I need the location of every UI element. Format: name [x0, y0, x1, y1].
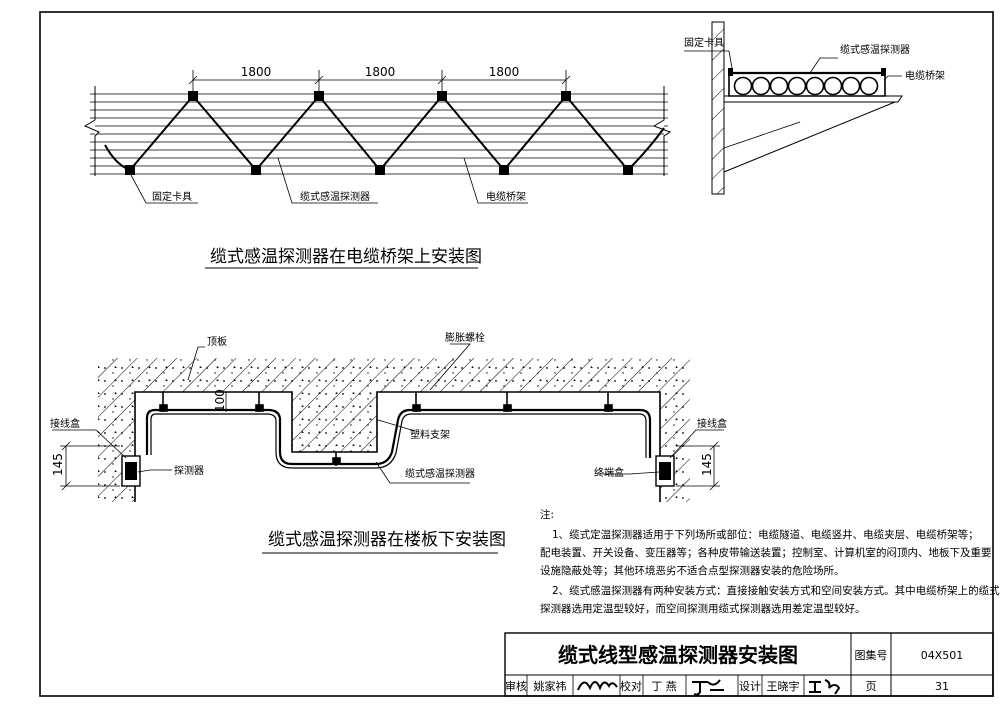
tray-channel [728, 68, 886, 97]
atlas-number: 04X501 [921, 649, 964, 662]
dim-100: 100 [213, 389, 227, 412]
zigzag-detector-cable [104, 94, 665, 172]
reviewer-name: 姚家祎 [534, 679, 567, 693]
cable-detector-label: 缆式感温探测器 [405, 467, 475, 480]
roof-slab-label: 顶板 [207, 335, 227, 348]
section-tray-label: 电缆桥架 [905, 69, 945, 82]
bracket-brace [723, 101, 896, 173]
drawing-title: 缆式线型感温探测器安装图 [558, 643, 798, 667]
cable-tray-lines [90, 93, 668, 175]
dim-145-right: 145 [700, 453, 714, 476]
fixing-clamps [125, 91, 633, 175]
page-number: 31 [935, 680, 949, 693]
left-junction-box-label: 接线盒 [50, 417, 80, 430]
slab-caption: 缆式感温探测器在楼板下安装图 [268, 530, 506, 550]
slab-drawing: 100 145 145 顶板 膨胀螺栓 接线盒 探测器 塑料支架 缆式感温探测器… [50, 331, 727, 554]
span-dimension [188, 70, 571, 92]
span-label-3: 1800 [489, 65, 520, 79]
bracket-arm [723, 95, 903, 103]
expansion-bolt-label: 膨胀螺栓 [445, 331, 485, 344]
detector-unit-label: 探测器 [174, 464, 204, 477]
terminal-box-label: 终端盒 [594, 466, 624, 479]
checker-signature [692, 679, 724, 696]
cable-route-inner [150, 413, 647, 469]
title-block: 缆式线型感温探测器安装图 图集号 04X501 审核 姚家祎 校对 丁 燕 设计… [504, 632, 994, 697]
tray-plan-drawing: 1800 1800 1800 固定卡具 缆式感温探测器 电缆桥架 缆式感温探测器… [83, 65, 672, 269]
atlas-label: 图集号 [855, 648, 888, 662]
slab-concrete [98, 358, 690, 502]
tray-plan-caption: 缆式感温探测器在电缆桥架上安装图 [210, 247, 482, 267]
slab-leaders [52, 343, 724, 484]
section-leaders [684, 50, 902, 81]
dim-145-left: 145 [51, 453, 65, 476]
slab-outline [134, 391, 661, 502]
checker-name: 丁 燕 [651, 680, 677, 693]
notes-heading: 注: [540, 508, 554, 521]
right-junction-box-label: 接线盒 [697, 417, 727, 430]
design-label: 设计 [739, 680, 761, 693]
terminal-box [659, 462, 671, 480]
plastic-brackets [159, 392, 613, 466]
span-label-1: 1800 [241, 65, 272, 79]
cable-bundle [733, 76, 879, 96]
section-detector-label: 缆式感温探测器 [840, 43, 910, 56]
break-symbol-right [652, 86, 672, 176]
designer-name: 王晓宇 [767, 680, 800, 693]
check-label: 校对 [620, 679, 642, 693]
note-line-3: 设施隐蔽处等；其他环境恶劣不适合点型探测器安装的危险场所。 [540, 564, 845, 577]
tray-label: 电缆桥架 [486, 190, 526, 203]
note-line-2: 配电装置、开关设备、变压器等；各种皮带输送装置；控制室、计算机室的闷顶内、地板下… [540, 546, 992, 559]
tray-section-drawing: 固定卡具 缆式感温探测器 电缆桥架 [684, 21, 945, 195]
page-label: 页 [866, 680, 877, 693]
section-clamp-label: 固定卡具 [684, 36, 724, 49]
slab-dimensions [60, 392, 720, 491]
reviewer-signature [577, 681, 618, 691]
plan-leaders [130, 157, 528, 204]
left-detector [125, 462, 137, 480]
notes: 注: 1、缆式定温探测器适用于下列场所或部位：电缆隧道、电缆竖井、电缆夹层、电缆… [540, 508, 1000, 615]
detector-label: 缆式感温探测器 [300, 190, 370, 203]
note-line-5: 探测器选用定温型较好，而空间探测用缆式探测器选用差定温型较好。 [540, 602, 866, 615]
review-label: 审核 [505, 679, 527, 693]
clamp-label: 固定卡具 [152, 190, 192, 203]
break-symbol-left [83, 86, 100, 176]
designer-signature [809, 679, 841, 695]
span-label-2: 1800 [365, 65, 396, 79]
note-line-4: 2、缆式感温探测器有两种安装方式：直接接触安装方式和空间安装方式。其中电缆桥架上… [552, 584, 1000, 597]
plastic-bracket-label: 塑料支架 [410, 428, 450, 441]
wall [711, 21, 725, 195]
note-line-1: 1、缆式定温探测器适用于下列场所或部位：电缆隧道、电缆竖井、电缆夹层、电缆桥架等… [552, 528, 979, 541]
